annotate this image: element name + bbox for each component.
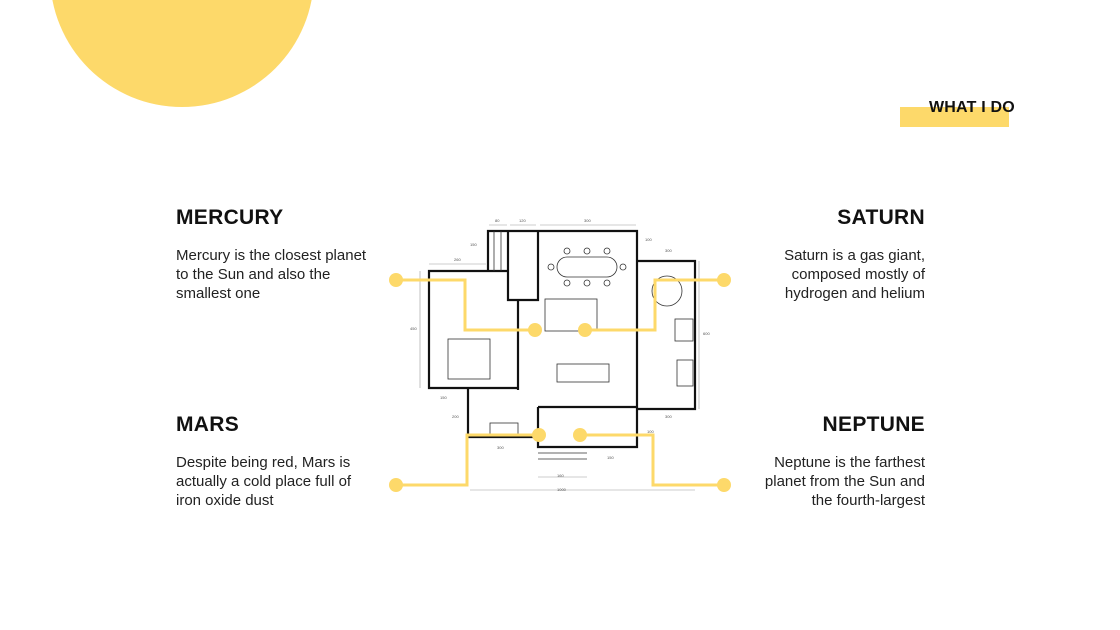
mars-marker-dot: [389, 478, 403, 492]
mars-text: Despite being red, Mars is actually a co…: [176, 454, 352, 509]
dim-label: 100: [645, 237, 652, 242]
neptune-marker-dot: [717, 478, 731, 492]
dim-label: 600: [703, 331, 710, 336]
neptune-text: Neptune is the farthest planet from the …: [764, 454, 925, 509]
dim-label: 120: [519, 218, 526, 223]
mercury-endpoint-dot: [528, 323, 542, 337]
neptune-title: NEPTUNE: [822, 413, 925, 436]
connector-lines: [396, 278, 724, 487]
dim-label: 300: [665, 414, 672, 419]
saturn-endpoint-dot: [578, 323, 592, 337]
mars-endpoint-dot: [532, 428, 546, 442]
mercury-title: MERCURY: [176, 206, 284, 229]
dim-label: 150: [440, 395, 447, 400]
dim-label: 200: [452, 414, 459, 419]
section-title: WHAT I DO: [929, 99, 1015, 116]
saturn-text: Saturn is a gas giant, composed mostly o…: [784, 247, 925, 302]
dim-label: 100: [647, 429, 654, 434]
furniture: [447, 231, 694, 460]
dim-label: 1000: [557, 487, 567, 492]
dim-label: 300: [497, 445, 504, 450]
dim-label: 150: [470, 242, 477, 247]
dimension-lines: [419, 224, 700, 491]
mars-title: MARS: [176, 413, 240, 436]
dim-label: 300: [665, 248, 672, 253]
dim-label: 450: [410, 326, 417, 331]
saturn-marker-dot: [717, 273, 731, 287]
mercury-marker-dot: [389, 273, 403, 287]
saturn-title: SATURN: [837, 206, 925, 229]
dim-label: 260: [454, 257, 461, 262]
dim-label: 80: [495, 218, 500, 223]
neptune-endpoint-dot: [573, 428, 587, 442]
title-highlight: [900, 107, 1009, 127]
dim-label: 160: [557, 473, 564, 478]
dim-label: 150: [607, 455, 614, 460]
mercury-text: Mercury is the closest planet to the Sun…: [176, 247, 367, 302]
dim-label: 300: [584, 218, 591, 223]
